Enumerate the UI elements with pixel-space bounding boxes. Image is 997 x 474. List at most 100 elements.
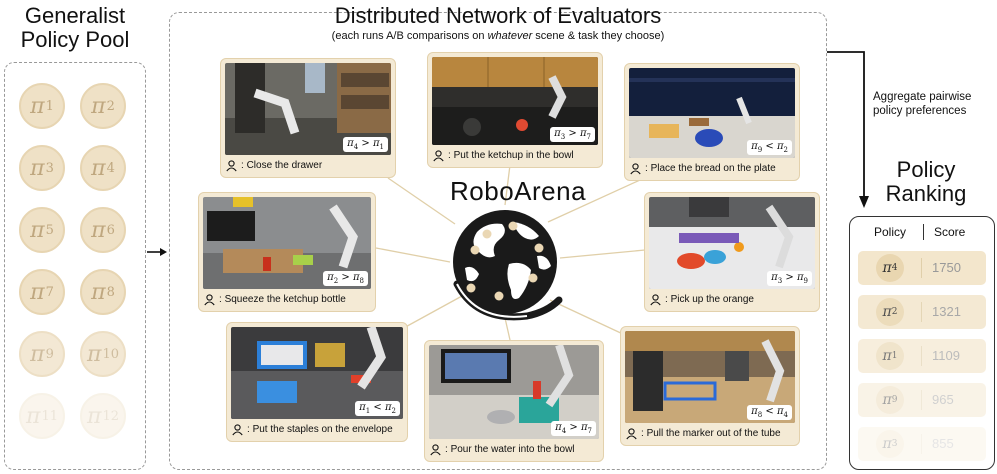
evaluator-card-6: π1 < π2 : Put the staples on the envelop… xyxy=(226,322,408,442)
task-caption: : Pour the water into the bowl xyxy=(429,442,599,456)
comparison-badge: π9 < π2 xyxy=(747,140,792,155)
user-icon xyxy=(433,149,444,161)
evaluator-card-1: π4 > π1 : Close the drawer xyxy=(220,58,396,178)
user-icon xyxy=(226,159,237,171)
evaluator-card-5: π3 > π9 : Pick up the orange xyxy=(644,192,820,312)
scene-photo: π3 > π7 xyxy=(432,57,598,145)
task-caption: : Put the staples on the envelope xyxy=(231,422,403,436)
scene-photo: π3 > π9 xyxy=(649,197,815,289)
ranking-score: 1321 xyxy=(932,304,961,319)
ranking-score: 965 xyxy=(932,392,954,407)
evaluator-card-2: π3 > π7 : Put the ketchup in the bowl xyxy=(427,52,603,168)
comparison-badge: π4 > π1 xyxy=(343,137,388,152)
ranking-title-line2: Ranking xyxy=(885,181,967,206)
network-title: Distributed Network of Evaluators xyxy=(334,3,662,28)
row-divider xyxy=(921,390,922,410)
scene-photo: π9 < π2 xyxy=(629,68,795,158)
scene-photo: π1 < π2 xyxy=(231,327,403,419)
user-icon xyxy=(204,293,215,305)
task-caption: : Place the bread on the plate xyxy=(629,161,795,175)
ranking-score: 855 xyxy=(932,436,954,451)
evaluator-card-8: π8 < π4 : Pull the marker out of the tub… xyxy=(620,326,800,446)
network-subtitle-post: scene & task they choose) xyxy=(532,30,665,42)
comparison-badge: π8 < π4 xyxy=(747,405,792,420)
globe-icon xyxy=(453,210,563,321)
ranking-score: 1109 xyxy=(932,348,960,363)
scene-photo: π4 > π7 xyxy=(429,345,599,439)
pool-title-line2: Policy Pool xyxy=(20,27,130,52)
network-subtitle-pre: (each runs A/B comparisons on xyxy=(331,30,488,42)
evaluator-network-box xyxy=(169,12,827,470)
row-divider xyxy=(921,258,922,278)
comparison-badge: π3 > π7 xyxy=(550,127,595,142)
aggregate-line2: policy preferences xyxy=(873,105,967,117)
row-divider xyxy=(921,346,922,366)
row-divider xyxy=(921,434,922,454)
task-caption: : Put the ketchup in the bowl xyxy=(432,148,598,162)
aggregate-label: Aggregate pairwise policy preferences xyxy=(873,90,971,118)
task-text: Close the drawer xyxy=(246,159,323,171)
column-header-score: Score xyxy=(934,225,966,239)
task-caption: : Pull the marker out of the tube xyxy=(625,426,795,440)
user-icon xyxy=(630,162,641,174)
scene-photo: π4 > π1 xyxy=(225,63,391,155)
aggregate-line1: Aggregate pairwise xyxy=(873,91,972,103)
user-icon xyxy=(232,423,243,435)
column-header-divider xyxy=(923,224,924,240)
pool-title: Generalist Policy Pool xyxy=(0,4,150,52)
task-text: Pull the marker out of the tube xyxy=(646,427,781,439)
comparison-badge: π3 > π9 xyxy=(767,271,812,286)
evaluator-card-7: π4 > π7 : Pour the water into the bowl xyxy=(424,340,604,462)
scene-photo: π8 < π4 xyxy=(625,331,795,423)
row-divider xyxy=(921,302,922,322)
comparison-badge: π2 > π8 xyxy=(323,271,368,286)
pool-title-line1: Generalist xyxy=(24,3,126,28)
task-text: Pick up the orange xyxy=(670,293,754,305)
user-icon xyxy=(650,293,661,305)
network-subtitle: (each runs A/B comparisons on whatever s… xyxy=(169,30,827,42)
ranking-title-line1: Policy xyxy=(896,157,956,182)
comparison-badge: π4 > π7 xyxy=(551,421,596,436)
comparison-badge: π1 < π2 xyxy=(355,401,400,416)
task-text: Squeeze the ketchup bottle xyxy=(224,293,346,305)
ranking-title: Policy Ranking xyxy=(856,158,996,206)
roboarena-label: RoboArena xyxy=(450,176,587,206)
task-caption: : Squeeze the ketchup bottle xyxy=(203,292,371,306)
task-text: Place the bread on the plate xyxy=(650,162,776,174)
user-icon xyxy=(430,443,441,455)
column-header-policy: Policy xyxy=(874,225,907,239)
task-caption: : Close the drawer xyxy=(225,158,391,172)
task-text: Put the ketchup in the bowl xyxy=(453,149,574,161)
network-subtitle-emphasis: whatever xyxy=(487,30,533,42)
pool-to-network-arrow xyxy=(147,248,167,256)
task-caption: : Pick up the orange xyxy=(649,292,815,306)
task-text: Put the staples on the envelope xyxy=(252,423,393,435)
task-text: Pour the water into the bowl xyxy=(450,443,575,455)
evaluator-card-4: π2 > π8 : Squeeze the ketchup bottle xyxy=(198,192,376,312)
user-icon xyxy=(626,427,637,439)
scene-photo: π2 > π8 xyxy=(203,197,371,289)
